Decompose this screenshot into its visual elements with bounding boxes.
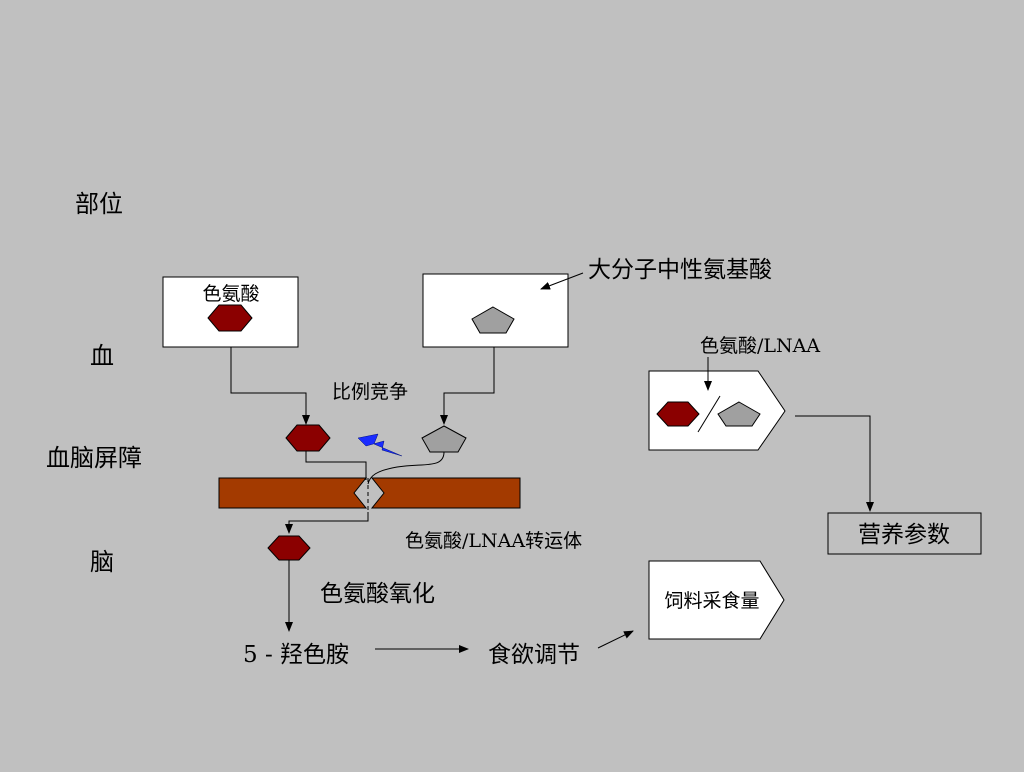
ratio-box (648, 370, 786, 451)
tryptophan-box-label: 色氨酸 (202, 283, 259, 305)
ratio-label: 色氨酸/LNAA (700, 335, 820, 357)
oxidation-label: 色氨酸氧化 (320, 581, 435, 607)
nutrition-params-label: 营养参数 (858, 522, 950, 548)
appetite-to-intake-arrow (597, 630, 634, 649)
hexagon-tryptophan-icon (285, 424, 331, 452)
pentagon-lnaa-icon (471, 306, 515, 334)
hexagon-tryptophan-icon (656, 401, 700, 427)
competition-label: 比例竞争 (332, 381, 408, 403)
barrier-to-brain-arrow (285, 512, 369, 534)
lnaa-to-barrier-line (367, 451, 445, 485)
pentagon-lnaa-icon (421, 425, 467, 453)
transporter-label: 色氨酸/LNAA转运体 (405, 530, 582, 552)
barrier-right (370, 477, 521, 509)
hexagon-tryptophan-icon (267, 535, 311, 561)
serotonin-label: 5 - 羟色胺 (243, 642, 349, 668)
lnaa-down-arrow (440, 347, 495, 425)
barrier-left (218, 477, 368, 509)
tryptophan-down-arrow (230, 347, 310, 425)
section-title: 部位 (75, 190, 123, 218)
feed-intake-box (648, 560, 785, 640)
row-label-brain: 脑 (90, 548, 114, 576)
ratio-to-params-arrow (795, 415, 874, 512)
ratio-slash (697, 395, 721, 433)
tryptophan-to-barrier-line (305, 451, 367, 480)
nutrition-params-box (827, 512, 982, 555)
lnaa-label: 大分子中性氨基酸 (588, 257, 772, 283)
row-label-bbb: 血脑屏障 (46, 444, 142, 472)
row-label-blood: 血 (90, 342, 114, 370)
lightning-icon (357, 433, 403, 457)
appetite-label: 食欲调节 (488, 642, 580, 668)
hexagon-tryptophan-icon (207, 304, 253, 332)
lnaa-pointer-arrow (540, 272, 584, 290)
feed-intake-label: 饲料采食量 (664, 590, 759, 612)
pentagon-lnaa-icon (717, 401, 761, 427)
